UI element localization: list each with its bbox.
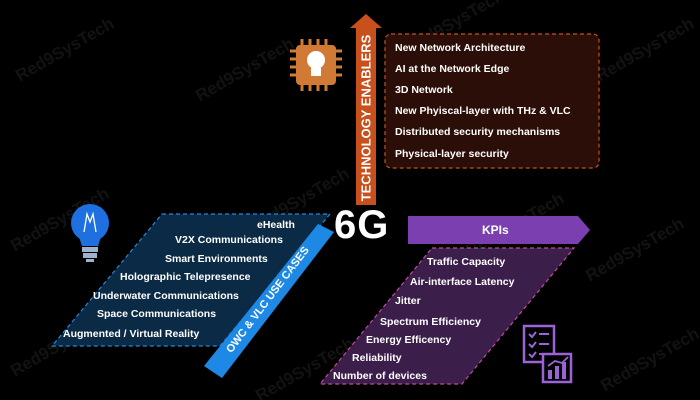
kpis-arrow [408, 216, 590, 244]
use-case-item: Smart Environments [165, 253, 268, 265]
kpis-title: KPIs [482, 223, 509, 237]
enabler-item: New Network Architecture [395, 42, 526, 54]
kpi-item: Energy Efficency [366, 334, 452, 346]
use-cases-panel [50, 213, 332, 347]
enabler-item: Distributed security mechanisms [395, 126, 561, 138]
enabler-item: 3D Network [395, 84, 453, 96]
kpis-panel [318, 247, 576, 385]
use-case-item: V2X Communications [175, 234, 283, 246]
enabler-item: New Phyiscal-layer with THz & VLC [395, 105, 571, 117]
kpi-item: Air-interface Latency [410, 276, 515, 288]
enablers-title: TECHNOLOGY ENABLERS [358, 34, 374, 202]
use-case-item: Space Communications [97, 308, 217, 320]
enabler-item: Physical-layer security [395, 148, 509, 160]
chip-bulb-icon [290, 39, 342, 91]
lightbulb-icon [71, 204, 109, 262]
enabler-item: AI at the Network Edge [395, 63, 510, 75]
center-6g-label: 6G [334, 203, 390, 247]
kpi-item: Jitter [395, 295, 421, 307]
checklist-chart-icon [522, 324, 573, 384]
kpi-item: Number of devices [333, 370, 427, 382]
use-case-item: eHealth [257, 219, 295, 231]
use-case-item: Underwater Communications [93, 290, 239, 302]
use-case-item: Augmented / Virtual Reality [63, 328, 200, 340]
use-cases-arrow [204, 224, 334, 378]
kpi-item: Spectrum Efficiency [380, 316, 481, 328]
kpi-item: Traffic Capacity [427, 256, 506, 268]
enablers-panel [384, 33, 600, 169]
enablers-arrow [350, 14, 382, 205]
kpi-item: Reliability [352, 352, 402, 364]
use-case-item: Holographic Telepresence [120, 271, 251, 283]
